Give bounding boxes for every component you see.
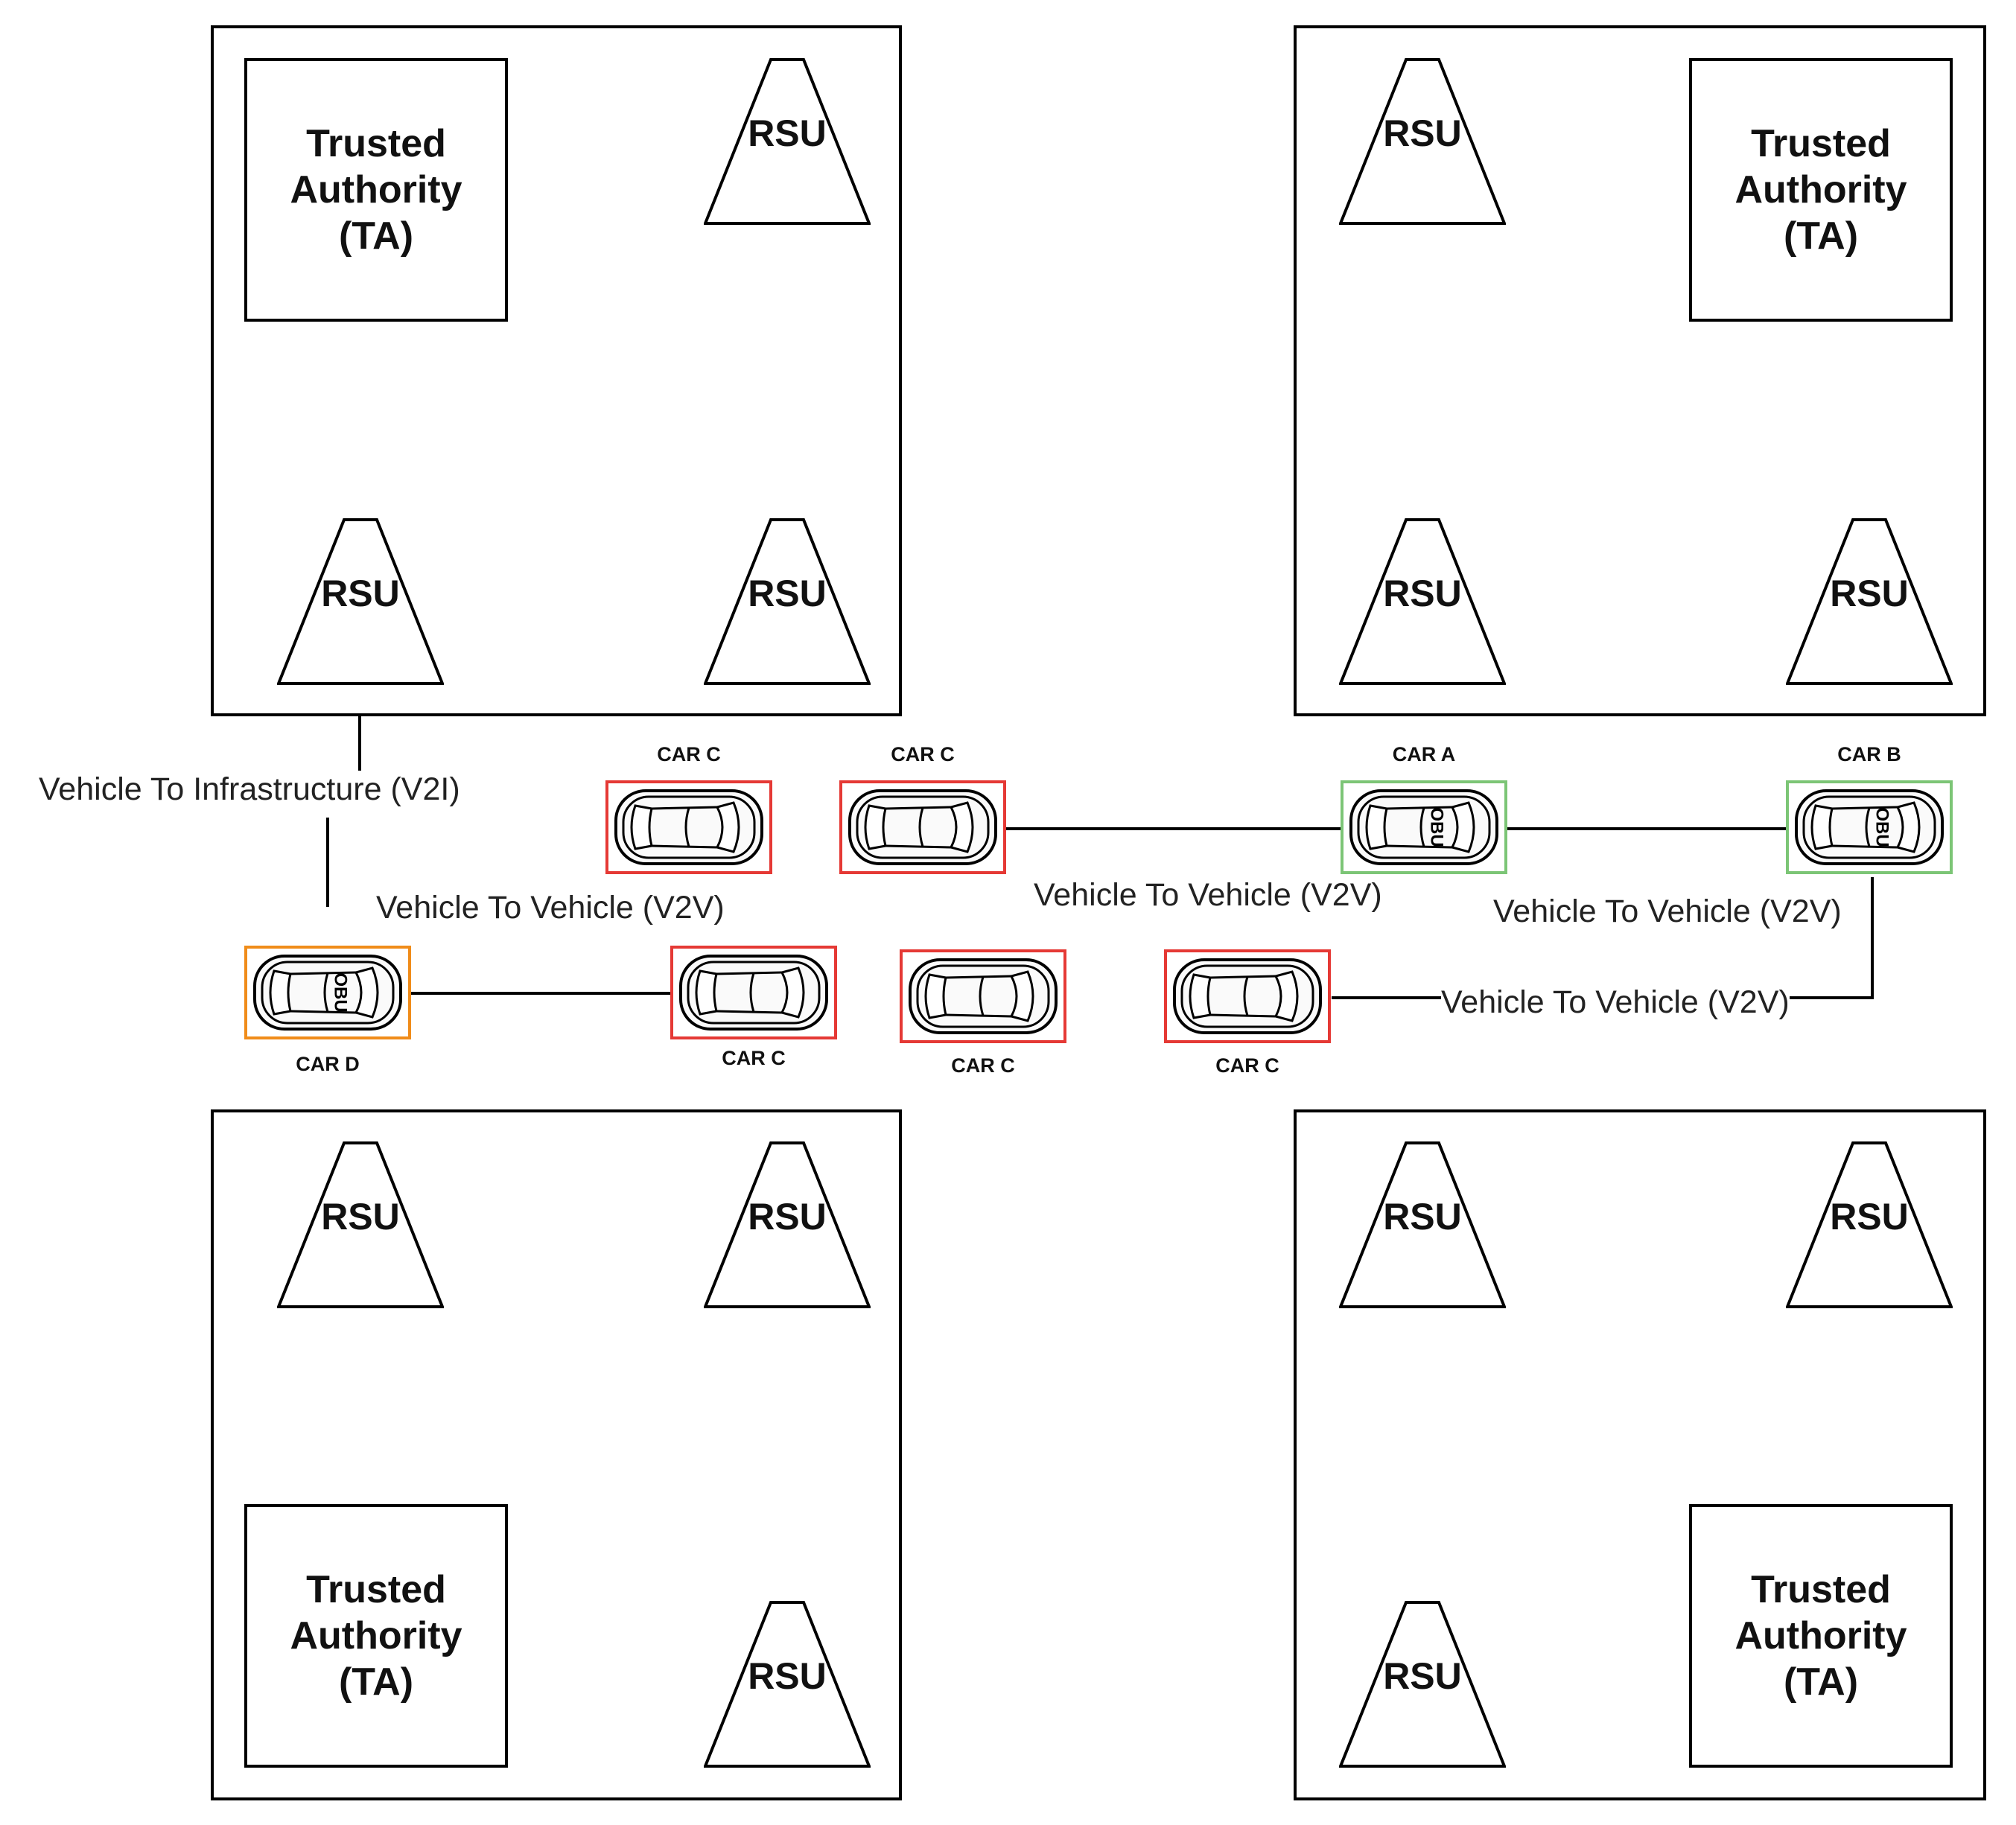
rsu-label: RSU <box>1383 1196 1462 1238</box>
trusted-authority-box: Trusted Authority (TA) <box>244 58 508 322</box>
rsu-triangle-icon <box>1786 1141 1953 1308</box>
car-icon <box>670 946 837 1039</box>
car-node: OBU <box>1786 780 1953 874</box>
rsu-label: RSU <box>748 1655 827 1697</box>
rsu-triangle-icon <box>704 58 871 225</box>
car-label: CAR C <box>722 1047 786 1069</box>
rsu-label: RSU <box>1383 573 1462 614</box>
car-icon <box>605 780 772 874</box>
car-icon <box>900 949 1066 1043</box>
rsu-triangle-icon <box>1786 518 1953 685</box>
trusted-authority-box: Trusted Authority (TA) <box>1689 58 1953 322</box>
rsu-triangle-icon <box>1339 58 1506 225</box>
rsu-node: RSU <box>704 518 871 685</box>
rsu-node: RSU <box>1339 1141 1506 1308</box>
rsu-triangle-icon <box>1339 1141 1506 1308</box>
obu-label: OBU <box>331 972 351 1012</box>
car-node <box>839 780 1006 874</box>
rsu-node: RSU <box>277 518 444 685</box>
v2v-link-label: Vehicle To Vehicle (V2V) <box>1441 984 1790 1021</box>
rsu-label: RSU <box>748 112 827 154</box>
car-label: CAR B <box>1837 743 1901 765</box>
car-label: CAR A <box>1392 743 1456 765</box>
car-label: CAR C <box>1215 1054 1279 1077</box>
rsu-triangle-icon <box>704 518 871 685</box>
v2v-link-label: Vehicle To Vehicle (V2V) <box>1034 877 1382 914</box>
rsu-triangle-icon <box>1339 518 1506 685</box>
car-node: OBU <box>1341 780 1507 874</box>
rsu-node: RSU <box>1339 518 1506 685</box>
car-node <box>1164 949 1331 1043</box>
rsu-label: RSU <box>1830 573 1909 614</box>
rsu-label: RSU <box>1383 1655 1462 1697</box>
rsu-node: RSU <box>1339 58 1506 225</box>
rsu-label: RSU <box>1383 112 1462 154</box>
rsu-triangle-icon <box>704 1141 871 1308</box>
car-label: CAR C <box>891 743 955 765</box>
v2v-link-label: Vehicle To Vehicle (V2V) <box>1493 894 1842 930</box>
rsu-node: RSU <box>277 1141 444 1308</box>
car-label: CAR C <box>657 743 721 765</box>
rsu-label: RSU <box>748 573 827 614</box>
rsu-node: RSU <box>1786 518 1953 685</box>
car-node <box>900 949 1066 1043</box>
car-node: OBU <box>244 946 411 1039</box>
car-icon <box>839 780 1006 874</box>
obu-label: OBU <box>1872 807 1892 847</box>
car-node <box>605 780 772 874</box>
car-icon: OBU <box>244 946 411 1039</box>
rsu-triangle-icon <box>277 518 444 685</box>
rsu-triangle-icon <box>1339 1601 1506 1768</box>
rsu-node: RSU <box>704 58 871 225</box>
v2i-link-label: Vehicle To Infrastructure (V2I) <box>39 771 460 808</box>
car-icon: OBU <box>1341 780 1507 874</box>
rsu-label: RSU <box>748 1196 827 1238</box>
rsu-triangle-icon <box>704 1601 871 1768</box>
trusted-authority-box: Trusted Authority (TA) <box>1689 1504 1953 1768</box>
car-label: CAR D <box>296 1053 360 1075</box>
v2v-link-label: Vehicle To Vehicle (V2V) <box>376 890 725 926</box>
rsu-node: RSU <box>704 1601 871 1768</box>
trusted-authority-box: Trusted Authority (TA) <box>244 1504 508 1768</box>
car-icon <box>1164 949 1331 1043</box>
rsu-label: RSU <box>321 1196 400 1238</box>
rsu-node: RSU <box>704 1141 871 1308</box>
rsu-label: RSU <box>321 573 400 614</box>
obu-label: OBU <box>1427 807 1447 847</box>
rsu-label: RSU <box>1830 1196 1909 1238</box>
rsu-node: RSU <box>1786 1141 1953 1308</box>
rsu-node: RSU <box>1339 1601 1506 1768</box>
car-node <box>670 946 837 1039</box>
car-label: CAR C <box>951 1054 1015 1077</box>
car-icon: OBU <box>1786 780 1953 874</box>
rsu-triangle-icon <box>277 1141 444 1308</box>
